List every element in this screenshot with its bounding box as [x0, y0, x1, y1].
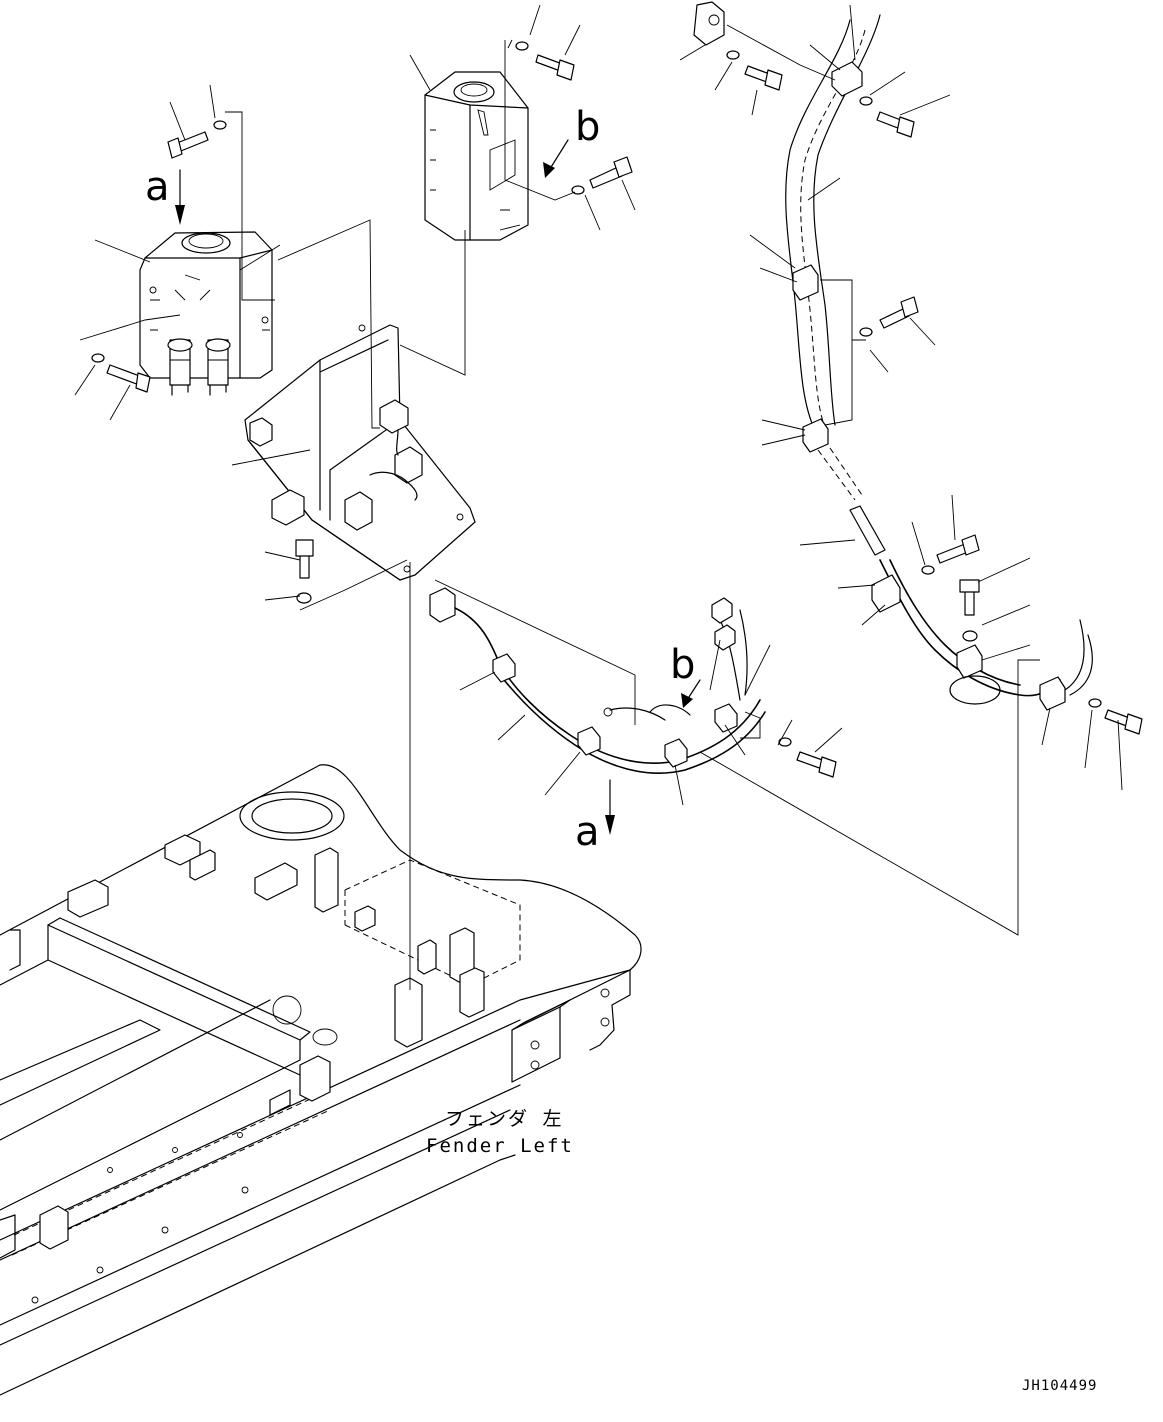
fender-frame: [0, 764, 642, 1396]
fasteners: [91, 41, 1143, 778]
reservoir-tank-right: [424, 71, 529, 241]
view-label-a-top: a: [145, 164, 170, 210]
leader-lines: [74, 4, 1123, 990]
reservoir-tank-left: [139, 231, 273, 396]
wire-harness-center: [429, 587, 766, 774]
fender-label-jp: フェンダ 左: [445, 1108, 563, 1130]
view-label-a-mid: a: [575, 809, 600, 855]
mounting-bracket: [244, 324, 476, 581]
view-arrows: [175, 139, 701, 835]
view-label-b-top: b: [575, 104, 600, 150]
drawing-code: JH104499: [1022, 1378, 1097, 1394]
view-label-b-mid: b: [670, 642, 695, 688]
hose-right: [693, 1, 1093, 711]
fender-label-en: Fender Left: [426, 1135, 574, 1157]
